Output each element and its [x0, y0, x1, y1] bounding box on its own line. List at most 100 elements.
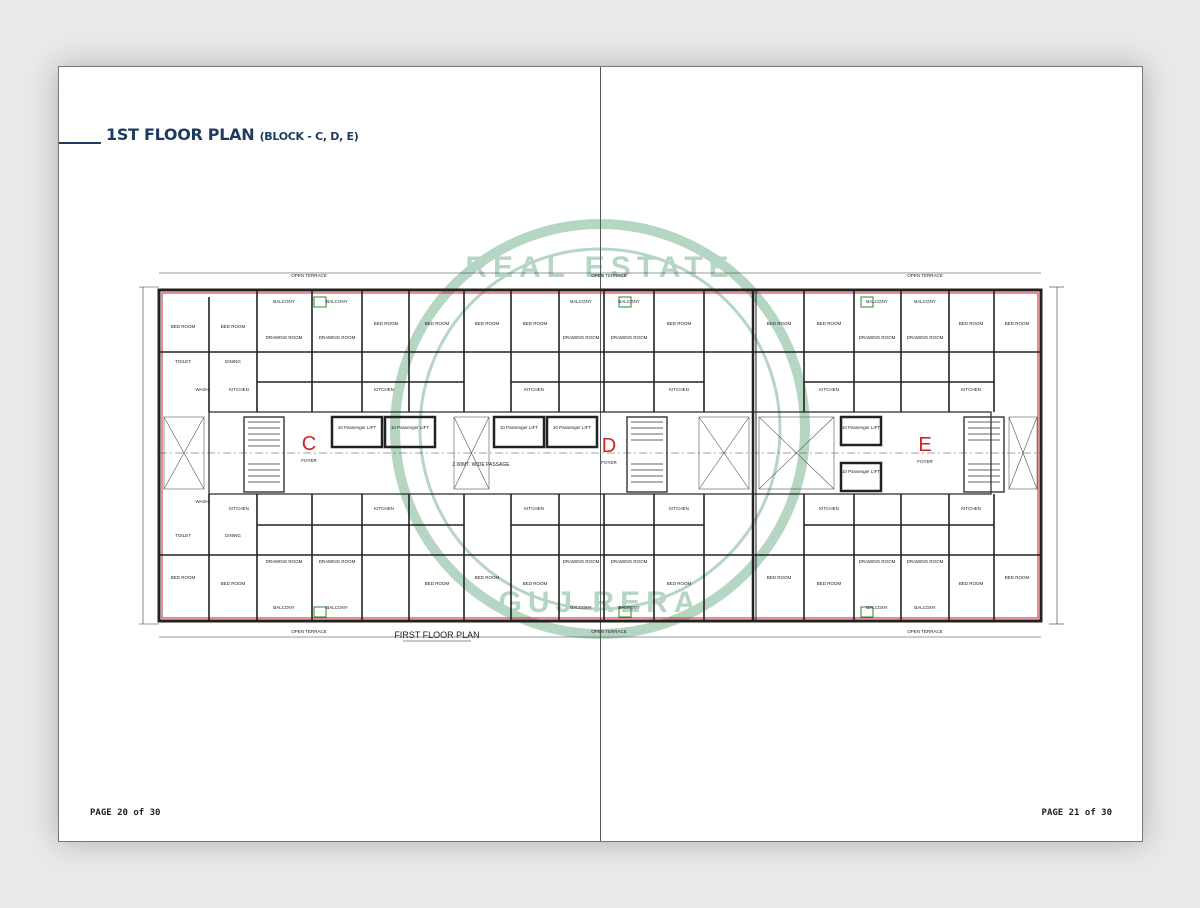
room-label: BALCONY	[273, 605, 295, 610]
room-label: DRAWING ROOM	[859, 335, 896, 340]
room-label: OPEN TERRACE	[907, 629, 942, 634]
room-label: BED ROOM	[475, 321, 500, 326]
block-label-d: D	[602, 435, 616, 457]
room-label: KITCHEN	[229, 506, 249, 511]
room-label: DRAWING ROOM	[563, 335, 600, 340]
plan-caption: FIRST FLOOR PLAN	[394, 630, 479, 640]
room-label: OPEN TERRACE	[291, 629, 326, 634]
room-label: BED ROOM	[1005, 321, 1030, 326]
room-label: DRAWING ROOM	[907, 559, 944, 564]
svg-text:REAL ESTATE: REAL ESTATE	[465, 251, 734, 284]
title-main: 1ST FLOOR PLAN	[106, 125, 255, 144]
room-label: FOYER	[917, 459, 933, 464]
room-label: BED ROOM	[523, 581, 548, 586]
room-label: BALCONY	[326, 299, 348, 304]
room-label: OPEN TERRACE	[907, 273, 942, 278]
room-label: KITCHEN	[669, 387, 689, 392]
room-label: OPEN TERRACE	[291, 273, 326, 278]
room-label: BALCONY	[570, 299, 592, 304]
lift-cores	[330, 415, 883, 493]
room-label: BED ROOM	[667, 581, 692, 586]
room-label: DRAWING ROOM	[859, 559, 896, 564]
document-spread: 1ST FLOOR PLAN (BLOCK - C, D, E) REAL ES…	[58, 66, 1143, 842]
room-label: DRAWING ROOM	[563, 559, 600, 564]
room-label: DRAWING ROOM	[611, 559, 648, 564]
room-label: BALCONY	[914, 299, 936, 304]
room-label: DRAWING ROOM	[319, 559, 356, 564]
room-label: BED ROOM	[959, 321, 984, 326]
lift-label: 10 Passenger LIFT	[553, 425, 592, 430]
room-label: BED ROOM	[1005, 575, 1030, 580]
room-label: BED ROOM	[221, 581, 246, 586]
lower-room-labels: BED ROOM BED ROOM DRAWING ROOM DRAWING R…	[171, 499, 1030, 634]
lift-label: 10 Passenger LIFT	[391, 425, 430, 430]
room-label: TOILET	[175, 533, 191, 538]
room-label: BED ROOM	[171, 324, 196, 329]
room-label: BED ROOM	[817, 581, 842, 586]
room-label: BED ROOM	[221, 324, 246, 329]
upper-unit-walls	[159, 290, 1041, 412]
room-label: KITCHEN	[524, 387, 544, 392]
page-title: 1ST FLOOR PLAN (BLOCK - C, D, E)	[106, 125, 359, 144]
title-suffix: (BLOCK - C, D, E)	[259, 130, 359, 143]
dimension-lines	[139, 272, 1064, 638]
open-terrace-cutouts	[163, 416, 1038, 490]
room-label: DRAWING ROOM	[319, 335, 356, 340]
room-label: WASH	[195, 499, 208, 504]
shaft-markers	[313, 296, 874, 618]
room-label: BED ROOM	[374, 321, 399, 326]
room-label: FOYER	[301, 458, 317, 463]
room-label: FOYER	[601, 460, 617, 465]
room-label: DRAWING ROOM	[611, 335, 648, 340]
page-gutter	[600, 67, 601, 841]
room-label: KITCHEN	[669, 506, 689, 511]
room-label: BED ROOM	[425, 321, 450, 326]
room-label: KITCHEN	[819, 506, 839, 511]
lift-label: 10 Passenger LIFT	[842, 469, 881, 474]
room-label: BALCONY	[618, 299, 640, 304]
room-label: BED ROOM	[425, 581, 450, 586]
central-passage	[159, 411, 1041, 495]
room-label: BED ROOM	[959, 581, 984, 586]
room-label: OPEN TERRACE	[591, 273, 626, 278]
page-number-left: PAGE 20 of 30	[90, 808, 161, 818]
lift-label: 10 Passenger LIFT	[842, 425, 881, 430]
room-label: TOILET	[175, 359, 191, 364]
room-label: OPEN TERRACE	[591, 629, 626, 634]
room-label: KITCHEN	[961, 387, 981, 392]
room-label: BALCONY	[273, 299, 295, 304]
room-label: DRAWING ROOM	[266, 335, 303, 340]
lower-unit-walls	[159, 494, 1041, 621]
room-label: KITCHEN	[961, 506, 981, 511]
lift-label: 10 Passenger LIFT	[500, 425, 539, 430]
page-number-right: PAGE 21 of 30	[1041, 808, 1112, 818]
room-label: DINING	[225, 533, 241, 538]
title-rule	[59, 142, 101, 144]
room-label: BED ROOM	[767, 575, 792, 580]
room-label: KITCHEN	[374, 387, 394, 392]
room-label: BED ROOM	[171, 575, 196, 580]
room-label: BALCONY	[326, 605, 348, 610]
rera-watermark: REAL ESTATE GUJ RERA	[390, 219, 810, 639]
room-label: BALCONY	[570, 605, 592, 610]
block-label-c: C	[302, 433, 316, 455]
upper-room-labels: BED ROOM BED ROOM DRAWING ROOM DRAWING R…	[171, 273, 1030, 474]
block-label-e: E	[918, 434, 931, 456]
floor-plan-drawing: REAL ESTATE GUJ RERA	[139, 219, 1064, 642]
room-label: DRAWING ROOM	[907, 335, 944, 340]
room-label: BALCONY	[866, 605, 888, 610]
lift-label: 10 Passenger LIFT	[338, 425, 377, 430]
room-label: WASH	[195, 387, 208, 392]
room-label: KITCHEN	[819, 387, 839, 392]
room-label: KITCHEN	[374, 506, 394, 511]
stair-cores	[243, 416, 1005, 493]
room-label: BED ROOM	[767, 321, 792, 326]
room-label: BED ROOM	[667, 321, 692, 326]
room-label: BALCONY	[914, 605, 936, 610]
room-label: BALCONY	[618, 605, 640, 610]
room-label: DRAWING ROOM	[266, 559, 303, 564]
room-label: BED ROOM	[817, 321, 842, 326]
passage-label: 2.00MT. WIDE PASSAGE	[452, 462, 510, 468]
room-label: KITCHEN	[524, 506, 544, 511]
room-label: BALCONY	[866, 299, 888, 304]
